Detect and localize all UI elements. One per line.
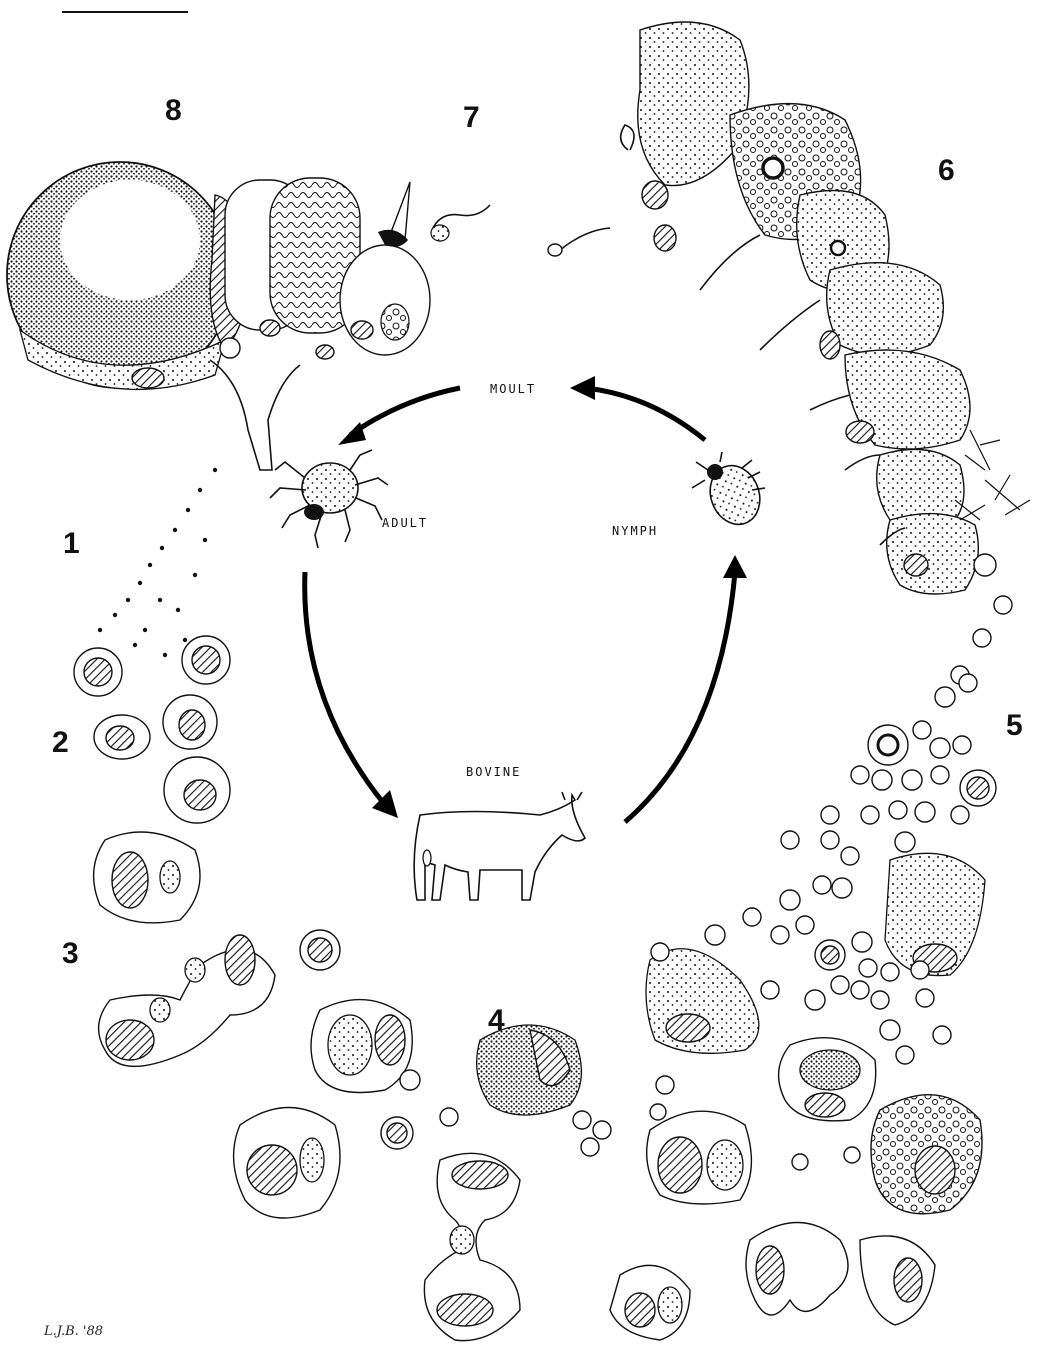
stage-number-7: 7 xyxy=(463,101,480,134)
label-bovine: BOVINE xyxy=(466,765,521,779)
stage-number-1: 1 xyxy=(63,527,80,560)
stage-number-3: 3 xyxy=(62,937,79,970)
arrow-bovine-to-nymph xyxy=(625,572,735,822)
stage-4-schizont-cells xyxy=(311,1000,690,1341)
arrow-moult-to-adult xyxy=(350,388,460,435)
stage-number-8: 8 xyxy=(165,94,182,127)
stage-1-sporozoite-release xyxy=(98,468,217,657)
stage-number-2: 2 xyxy=(52,726,69,759)
stage-number-5: 5 xyxy=(1006,709,1023,742)
arrow-adult-to-bovine xyxy=(305,572,385,805)
arrow-nymph-to-moult xyxy=(585,388,705,440)
stage-number-4: 4 xyxy=(488,1004,505,1037)
central-life-cycle: MOULT ADULT NYMPH BOVINE xyxy=(270,376,768,900)
stage-7-sporozoites xyxy=(378,182,490,247)
stage-3-dividing-cells xyxy=(94,832,340,1218)
stage-2-infected-lymphocytes xyxy=(74,636,230,823)
tick-nymph-icon xyxy=(692,452,768,531)
bovine-icon xyxy=(414,792,585,900)
stage-5-merozoite-release xyxy=(646,554,1012,1325)
tick-adult-icon xyxy=(270,450,388,548)
label-adult: ADULT xyxy=(382,516,428,530)
artist-signature: L.J.B. '88 xyxy=(43,1324,103,1339)
label-nymph: NYMPH xyxy=(612,524,658,538)
stage-6-sporogony-acini xyxy=(548,22,1030,594)
stage-number-6: 6 xyxy=(938,154,955,187)
label-moult: MOULT xyxy=(490,382,536,396)
